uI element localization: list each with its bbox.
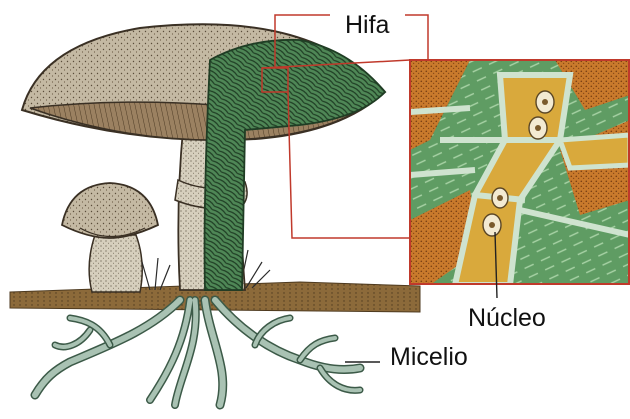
hyphae-cross-section: [205, 40, 385, 290]
label-nucleo: Núcleo: [468, 306, 546, 331]
label-micelio: Micelio: [390, 345, 468, 370]
mycelium: [35, 300, 360, 405]
label-hifa: Hifa: [345, 13, 389, 38]
small-mushroom: [62, 183, 158, 292]
hypha-detail-inset: [410, 60, 630, 285]
